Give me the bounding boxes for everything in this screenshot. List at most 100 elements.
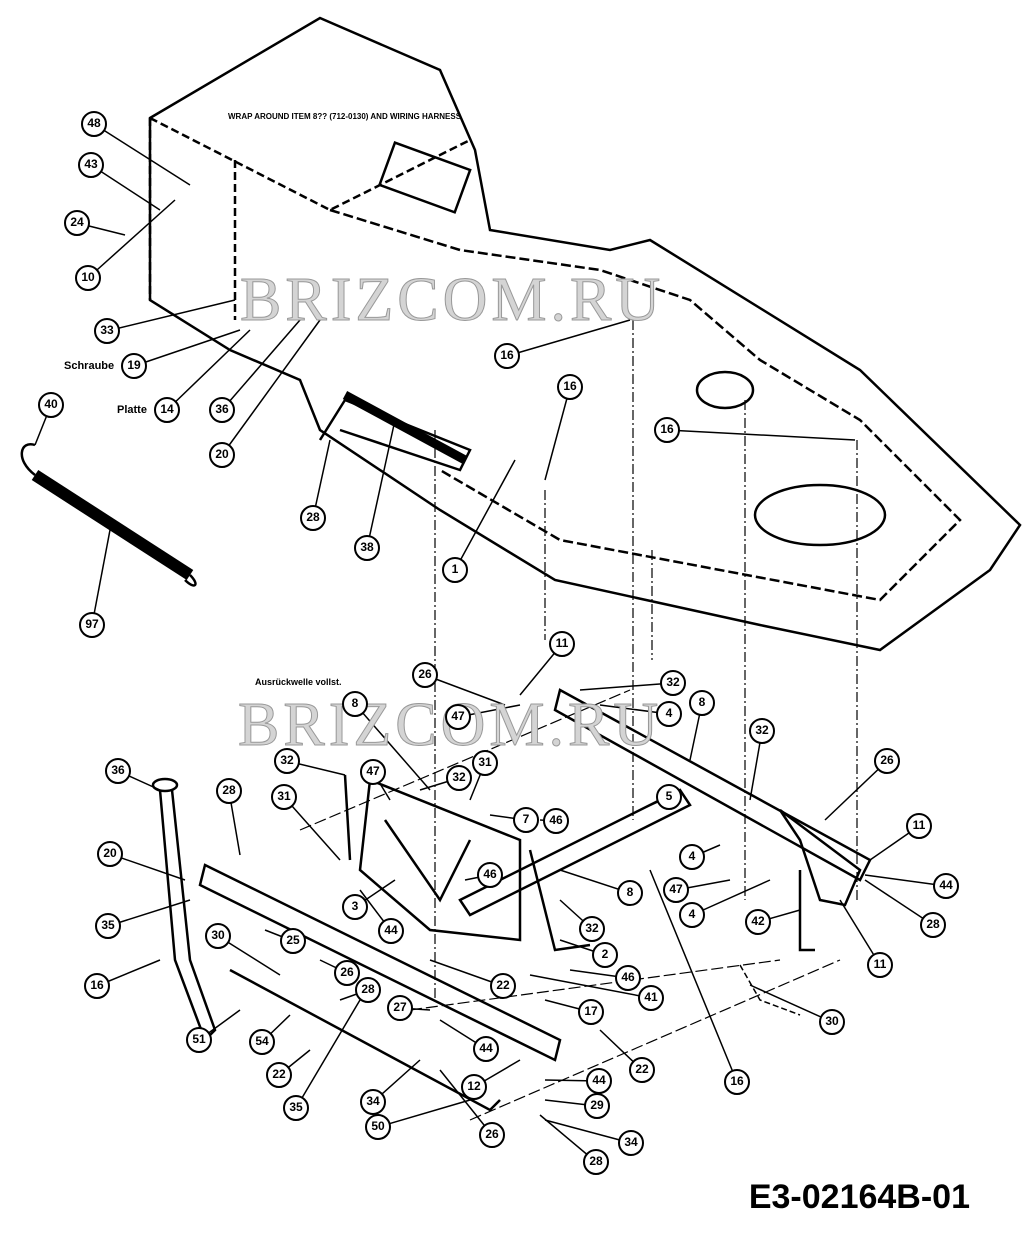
spring-97 bbox=[31, 469, 194, 581]
part-callout-32: 32 bbox=[749, 718, 775, 744]
part-callout-27: 27 bbox=[387, 995, 413, 1021]
drawing-code: E3-02164B-01 bbox=[748, 1178, 970, 1216]
part-callout-28: 28 bbox=[216, 778, 242, 804]
part-callout-41: 41 bbox=[638, 985, 664, 1011]
part-callout-44: 44 bbox=[378, 918, 404, 944]
leader-line bbox=[366, 419, 396, 549]
part-callout-32: 32 bbox=[579, 916, 605, 942]
part-callout-8: 8 bbox=[617, 880, 643, 906]
part-callout-44: 44 bbox=[473, 1036, 499, 1062]
leader-line bbox=[91, 529, 111, 626]
leader-line bbox=[221, 319, 301, 411]
part-callout-22: 22 bbox=[490, 973, 516, 999]
part-callout-30: 30 bbox=[819, 1009, 845, 1035]
part-callout-32: 32 bbox=[446, 765, 472, 791]
part-callout-8: 8 bbox=[342, 691, 368, 717]
leader-line bbox=[354, 703, 431, 791]
part-callout-28: 28 bbox=[920, 912, 946, 938]
part-callout-43: 43 bbox=[78, 152, 104, 178]
spring-hook bbox=[20, 443, 197, 587]
part-callout-14: 14 bbox=[154, 397, 180, 423]
leader-line bbox=[529, 974, 652, 999]
part-callout-22: 22 bbox=[629, 1057, 655, 1083]
rod-42 bbox=[798, 870, 815, 952]
harness-rod bbox=[318, 398, 472, 472]
part-callout-4: 4 bbox=[679, 902, 705, 928]
part-callout-16: 16 bbox=[654, 417, 680, 443]
part-callout-4: 4 bbox=[656, 701, 682, 727]
part-callout-11: 11 bbox=[549, 631, 575, 657]
part-callout-47: 47 bbox=[360, 759, 386, 785]
part-callout-7: 7 bbox=[513, 807, 539, 833]
part-callout-44: 44 bbox=[586, 1068, 612, 1094]
part-callout-32: 32 bbox=[274, 748, 300, 774]
part-callout-26: 26 bbox=[874, 748, 900, 774]
leader-line bbox=[749, 984, 833, 1023]
part-callout-31: 31 bbox=[472, 750, 498, 776]
lower-frame-bar-front bbox=[198, 863, 562, 1062]
part-callout-44: 44 bbox=[933, 873, 959, 899]
leader-line bbox=[90, 164, 161, 211]
spring-38 bbox=[342, 391, 468, 464]
part-callout-5: 5 bbox=[656, 784, 682, 810]
part-callout-32: 32 bbox=[660, 670, 686, 696]
leader-line bbox=[544, 1119, 632, 1144]
leader-line bbox=[544, 386, 571, 481]
part-callout-17: 17 bbox=[578, 999, 604, 1025]
cross-shaft bbox=[458, 788, 692, 917]
part-callout-22: 22 bbox=[266, 1062, 292, 1088]
part-callout-35: 35 bbox=[95, 913, 121, 939]
part-callout-11: 11 bbox=[867, 952, 893, 978]
lever-knob bbox=[151, 777, 179, 793]
rod-50 bbox=[229, 968, 501, 1112]
part-callout-54: 54 bbox=[249, 1029, 275, 1055]
part-callout-30: 30 bbox=[205, 923, 231, 949]
part-callout-50: 50 bbox=[365, 1114, 391, 1140]
leader-line bbox=[454, 459, 516, 571]
part-callout-34: 34 bbox=[360, 1089, 386, 1115]
leader-line bbox=[579, 682, 674, 691]
part-callout-24: 24 bbox=[64, 210, 90, 236]
leader-line bbox=[506, 319, 631, 357]
leader-line bbox=[109, 853, 186, 881]
part-callout-48: 48 bbox=[81, 111, 107, 137]
part-callout-16: 16 bbox=[494, 343, 520, 369]
leader-line bbox=[107, 899, 191, 927]
leader-line bbox=[424, 674, 506, 706]
part-callout-97: 97 bbox=[79, 612, 105, 638]
part-callout-47: 47 bbox=[445, 704, 471, 730]
part-callout-36: 36 bbox=[105, 758, 131, 784]
deck-opening bbox=[753, 483, 887, 547]
part-callout-31: 31 bbox=[271, 784, 297, 810]
part-callout-8: 8 bbox=[689, 690, 715, 716]
part-callout-11: 11 bbox=[906, 813, 932, 839]
part-callout-20: 20 bbox=[209, 442, 235, 468]
part-callout-2: 2 bbox=[592, 942, 618, 968]
part-callout-26: 26 bbox=[412, 662, 438, 688]
deck-inner-edge bbox=[329, 208, 962, 602]
part-callout-33: 33 bbox=[94, 318, 120, 344]
lower-frame-bar-rear bbox=[553, 688, 872, 882]
leader-line bbox=[221, 319, 321, 456]
part-callout-46: 46 bbox=[477, 862, 503, 888]
leader-line bbox=[649, 869, 738, 1083]
part-callout-28: 28 bbox=[300, 505, 326, 531]
fender-body-outline bbox=[148, 16, 1022, 652]
part-callout-4: 4 bbox=[679, 844, 705, 870]
leader-line bbox=[824, 760, 888, 821]
part-callout-36: 36 bbox=[209, 397, 235, 423]
part-callout-3: 3 bbox=[342, 894, 368, 920]
base-dashed-plane bbox=[299, 689, 841, 1121]
leader-line bbox=[93, 123, 191, 186]
part-callout-46: 46 bbox=[543, 808, 569, 834]
part-callout-10: 10 bbox=[75, 265, 101, 291]
leader-line bbox=[133, 329, 241, 367]
part-callout-1: 1 bbox=[442, 557, 468, 583]
screw-label: Schraube bbox=[64, 360, 115, 372]
lever-36 bbox=[158, 789, 217, 1043]
leader-line bbox=[106, 299, 236, 332]
shaft-label: Ausrückwelle vollst. bbox=[255, 677, 342, 687]
part-callout-34: 34 bbox=[618, 1130, 644, 1156]
watermark-top: BRIZCOM.RU bbox=[239, 266, 665, 335]
harness-note: WRAP AROUND ITEM 8?? (712-0130) AND WIRI… bbox=[228, 112, 462, 121]
